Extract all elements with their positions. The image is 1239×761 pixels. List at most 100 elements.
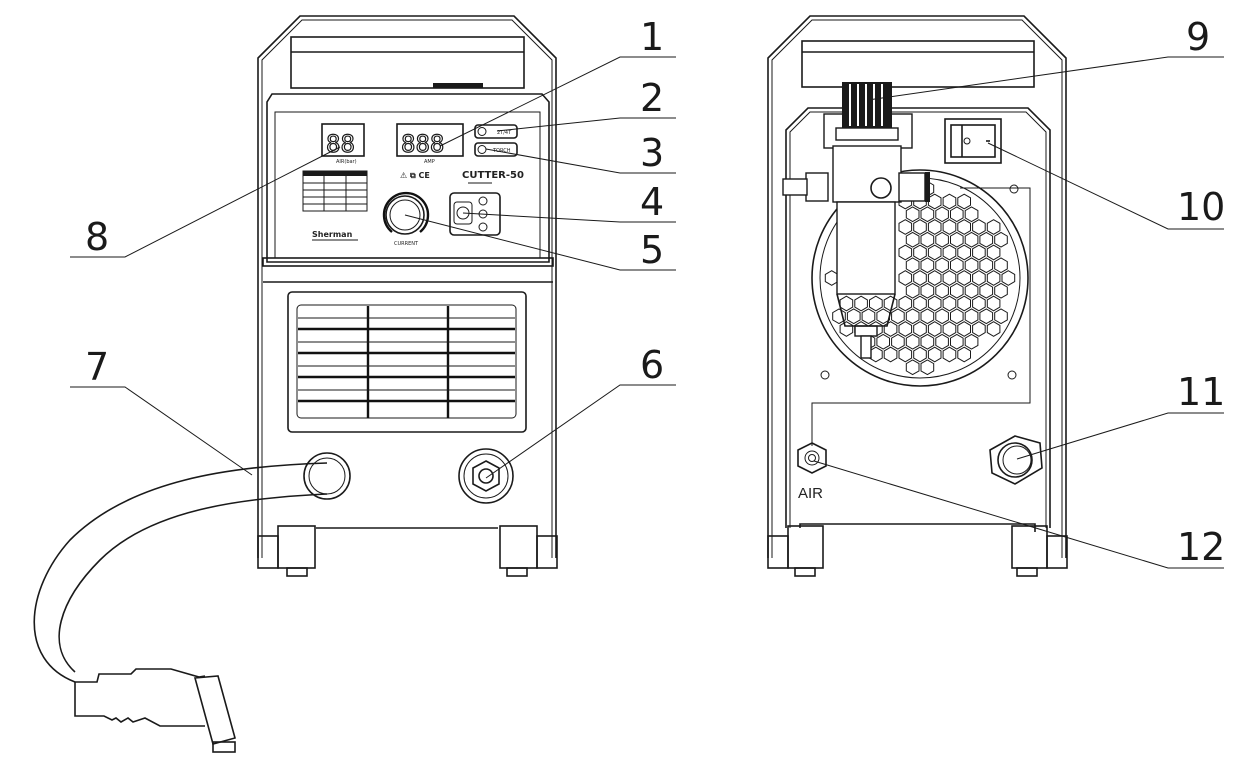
mode-button[interactable] (453, 201, 473, 225)
knob-dial[interactable] (385, 195, 425, 235)
front-housing-inner-edge (261, 19, 553, 558)
leader-line-10 (987, 142, 1224, 230)
drain-valve (860, 335, 872, 359)
callout-9: 9 (1186, 15, 1210, 59)
model-label: CUTTER-50 (462, 170, 524, 181)
leader-line-7 (70, 386, 253, 476)
fan-hex-cell (964, 333, 979, 350)
certification-marks: ⚠ ⧉ CE (400, 171, 430, 180)
fan-hex-cell (950, 206, 964, 223)
fan-hex-cell (950, 308, 964, 325)
fan-hex-cell (920, 282, 935, 299)
2t-4t-button[interactable] (474, 124, 518, 139)
switch-rocker[interactable] (950, 124, 996, 158)
fan-hex-cell (905, 359, 920, 376)
fan-hex-cell (957, 219, 971, 235)
fan-hex-cell (913, 270, 927, 286)
front-foot-right (499, 525, 538, 569)
fan-hex-cell (979, 308, 994, 325)
fan-hex-cell (979, 231, 994, 248)
fan-hex-cell (927, 219, 942, 235)
leader-line-5 (404, 214, 676, 271)
fan-hex-cell (898, 219, 913, 235)
rear-handle (801, 40, 1035, 88)
fan-hex-cell (913, 321, 927, 337)
front-unit: 88 AIR(bar) 888 AMP 2T/4T TORCH ⚠ ⧉ CE C… (33, 15, 558, 753)
air-inlet-ring (804, 450, 820, 466)
fan-hex-cell (891, 308, 905, 325)
regulator-fitting-ring (925, 172, 930, 202)
current-knob[interactable]: CURRENT (382, 191, 430, 247)
fan-hex-cell (913, 346, 927, 363)
screw (820, 370, 830, 380)
fan-hex-cell (964, 231, 979, 248)
callout-1: 1 (640, 15, 664, 59)
front-foot-left-pad (286, 567, 308, 577)
fan-hex-cell (986, 321, 1001, 337)
power-switch[interactable] (944, 118, 1002, 164)
fan-hex-cell (927, 193, 942, 210)
regulator-collar (835, 127, 899, 141)
fan-hex-cell (905, 257, 920, 274)
fan-hex-cell (898, 295, 913, 312)
callout-7: 7 (85, 345, 109, 389)
fan-hex-cell (869, 295, 883, 312)
fan-hex-cell (824, 270, 839, 286)
fan-hex-cell (935, 308, 949, 325)
torch-button[interactable] (474, 142, 518, 157)
fan-hex-cell (913, 244, 927, 261)
current-display-digits: 888 (401, 130, 444, 158)
front-foot-left (277, 525, 316, 569)
fan-hex-cell (927, 295, 942, 312)
callout-4: 4 (640, 180, 664, 224)
fan-hex-cell (913, 219, 927, 235)
gland-cable (1002, 445, 1032, 475)
fan-hex-mesh (824, 180, 1016, 376)
table-header (303, 171, 367, 176)
air-regulator[interactable] (782, 82, 930, 359)
knob-label: CURRENT (394, 241, 419, 247)
fan-hex-cell (964, 206, 979, 223)
torch-body-lower (74, 682, 205, 727)
rear-panel-inner (789, 111, 1047, 528)
fan-hex-cell (994, 282, 1008, 299)
front-handle (290, 36, 525, 89)
rear-base (799, 523, 1036, 532)
bowl-bottom (836, 293, 896, 327)
callout-2: 2 (640, 76, 664, 120)
power-cable-gland (989, 435, 1043, 485)
torch-socket-outer (303, 452, 351, 500)
fan-hex-cell (950, 333, 964, 350)
fan-hex-cell (979, 282, 994, 299)
panel-ledge (262, 257, 554, 267)
rear-foot-right (1011, 525, 1048, 569)
front-foot-right-side (536, 535, 558, 569)
rear-foot-right-pad (1016, 567, 1038, 577)
control-panel (266, 93, 550, 263)
fan-hex-cell (935, 206, 949, 223)
2t-4t-led (477, 127, 487, 136)
knob-ribs (849, 84, 883, 126)
fan-hex-cell (986, 270, 1001, 286)
ground-clamp-socket[interactable] (458, 448, 514, 504)
fan-hex-cell (920, 333, 935, 350)
leader-line-12 (813, 460, 1224, 569)
rear-foot-left-side (767, 535, 789, 569)
brand-logo: Sherman (312, 230, 353, 239)
switch-bezel (944, 118, 1002, 164)
fan-hex-cell (920, 231, 935, 248)
regulator-bowl (836, 201, 896, 295)
air-inlet[interactable]: AIR (797, 442, 827, 502)
knob-cap (389, 199, 421, 231)
fan-hex-cell (898, 244, 913, 261)
settings-table (302, 170, 368, 212)
torch-body-upper (75, 668, 206, 683)
front-vent-grille (296, 304, 517, 419)
mode-selector-frame (449, 192, 501, 236)
callout-11: 11 (1177, 370, 1225, 414)
fan-hex-cell (920, 308, 935, 325)
ground-socket-nut (472, 460, 500, 492)
rear-foot-left-pad (794, 567, 816, 577)
fan-hex-cell (972, 270, 986, 286)
torch-label: TORCH (492, 148, 511, 154)
